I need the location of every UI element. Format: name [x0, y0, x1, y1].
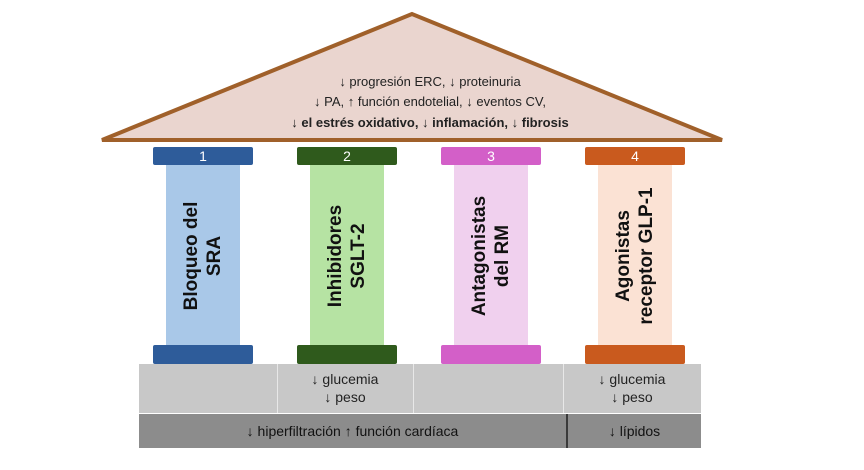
- upper-step-divider-2: [413, 364, 414, 413]
- floor-text-right: ↓ lípidos: [608, 423, 661, 439]
- roof: [101, 11, 723, 142]
- pillar-4-base: [585, 345, 685, 364]
- roof-line-3: ↓ el estrés oxidativo, ↓ inflamación, ↓ …: [291, 115, 569, 130]
- pillar-3-cap: 3: [441, 147, 541, 165]
- roof-line-1: ↓ progresión ERC, ↓ proteinuria: [339, 74, 521, 89]
- pillar-4-cap: 4: [585, 147, 685, 165]
- floor-divider: [566, 414, 568, 448]
- upper-step: [139, 364, 701, 413]
- pillar-3-number: 3: [487, 148, 495, 164]
- pillar-3-base: [441, 345, 541, 364]
- pillar-1-base: [153, 345, 253, 364]
- pillar-1-number: 1: [199, 148, 207, 164]
- step-text-glp1: ↓ glucemia ↓ peso: [598, 371, 666, 405]
- roof-line-2: ↓ PA, ↑ función endotelial, ↓ eventos CV…: [314, 94, 546, 109]
- pillar-2-base: [297, 345, 397, 364]
- floor: [139, 414, 701, 448]
- pillar-2-cap: 2: [297, 147, 397, 165]
- roof-triangle: [101, 11, 723, 142]
- upper-step-divider-3: [563, 364, 564, 413]
- step-text-sglt2: ↓ glucemia ↓ peso: [311, 371, 379, 405]
- upper-step-divider-1: [277, 364, 278, 413]
- floor-text-left: ↓ hiperfiltración ↑ función cardíaca: [246, 423, 459, 439]
- pillar-4-number: 4: [631, 148, 639, 164]
- pillar-1-cap: 1: [153, 147, 253, 165]
- pillar-2-number: 2: [343, 148, 351, 164]
